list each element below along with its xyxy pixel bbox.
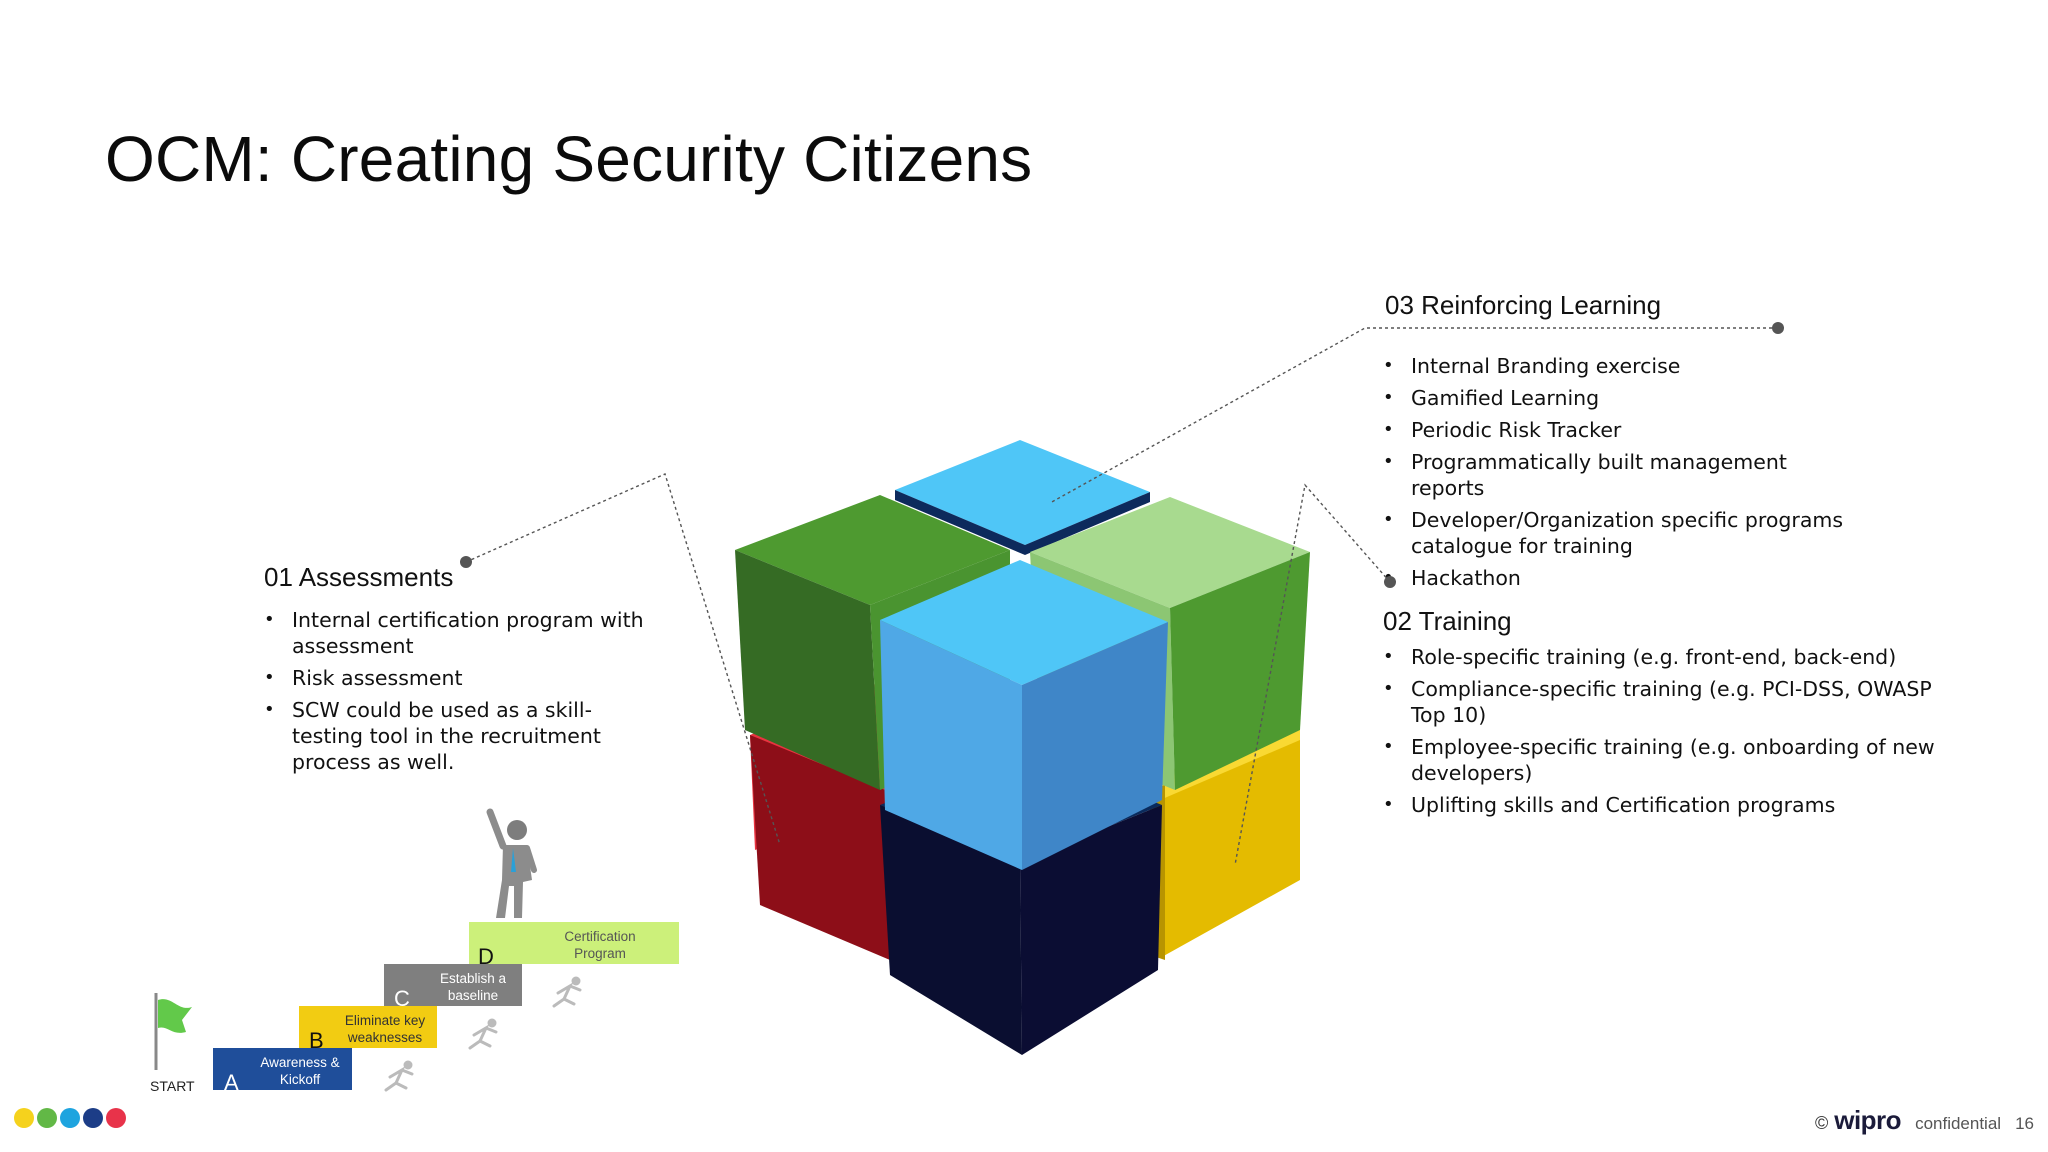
dot-red (106, 1108, 126, 1128)
connector-lines (465, 327, 1778, 866)
page-number: 16 (2015, 1114, 2034, 1133)
confidential-label: confidential (1915, 1114, 2002, 1133)
step-a-label: Awareness & Kickoff (260, 1055, 340, 1087)
person-icon (486, 808, 537, 918)
section-heading-assessments: 01 Assessments (264, 562, 454, 592)
step-d-label: Certification Program (564, 929, 636, 961)
brand-dots (14, 1108, 126, 1128)
section-heading-training: 02 Training (1383, 606, 1512, 636)
dot-navy (83, 1108, 103, 1128)
list-item: Uplifting skills and Certification progr… (1383, 792, 1943, 818)
footer: © wipro confidential 16 (1815, 1105, 2034, 1136)
assessments-list: Internal certification program with asse… (264, 607, 664, 781)
step-b (299, 1006, 437, 1048)
list-item: SCW could be used as a skill-testing too… (264, 697, 662, 775)
staircase (213, 922, 679, 1090)
list-item: Periodic Risk Tracker (1383, 417, 1943, 443)
section-heading-reinforcing: 03 Reinforcing Learning (1385, 290, 1662, 320)
step-b-label: Eliminate key weaknesses (344, 1013, 426, 1045)
runner-icon (552, 976, 582, 1008)
dot-green (37, 1108, 57, 1128)
list-item: Employee-specific training (e.g. onboard… (1383, 734, 1951, 786)
step-a (213, 1048, 352, 1090)
list-item: Compliance-specific training (e.g. PCI-D… (1383, 676, 1941, 728)
cube-top-back (895, 440, 1150, 555)
step-c (384, 964, 522, 1006)
runner-icon (384, 1060, 414, 1092)
step-a-letter: A (224, 1070, 239, 1095)
list-item: Programmatically built management report… (1383, 449, 1841, 501)
slide-title: OCM: Creating Security Citizens (105, 123, 1033, 195)
step-d (469, 922, 679, 964)
step-c-label: Establish a baseline (439, 971, 507, 1003)
dot-yellow (14, 1108, 34, 1128)
copyright-symbol: © (1814, 1113, 1829, 1133)
list-item: Internal certification program with asse… (264, 607, 662, 659)
training-list: Role-specific training (e.g. front-end, … (1383, 644, 1943, 824)
step-d-letter: D (478, 944, 494, 969)
flag-icon (154, 993, 192, 1070)
list-item: Role-specific training (e.g. front-end, … (1383, 644, 1943, 670)
list-item: Risk assessment (264, 665, 664, 691)
step-c-letter: C (394, 986, 410, 1011)
list-item: Gamified Learning (1383, 385, 1943, 411)
step-b-letter: B (309, 1028, 324, 1053)
connector-dot (460, 556, 472, 568)
reinforcing-list: Internal Branding exercise Gamified Lear… (1383, 353, 1943, 597)
start-label: START (150, 1078, 195, 1094)
list-item: Developer/Organization specific programs… (1383, 507, 1891, 559)
list-item: Internal Branding exercise (1383, 353, 1943, 379)
wipro-logo: wipro (1834, 1105, 1902, 1135)
runner-icon (468, 1018, 498, 1050)
connector-dot (1772, 322, 1784, 334)
dot-cyan (60, 1108, 80, 1128)
cube-blue (880, 560, 1168, 870)
connector-dot (1384, 576, 1396, 588)
